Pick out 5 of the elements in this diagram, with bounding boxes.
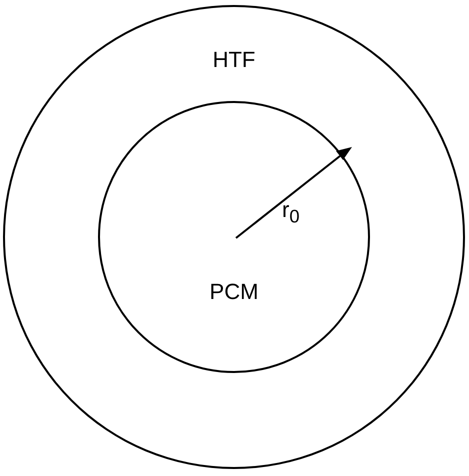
radius-label: r$_{0}$ <box>282 197 300 228</box>
outer-circle <box>3 5 465 469</box>
inner-circle <box>98 101 370 373</box>
region-label: PCM <box>210 279 258 305</box>
region-label: HTF <box>212 47 256 73</box>
